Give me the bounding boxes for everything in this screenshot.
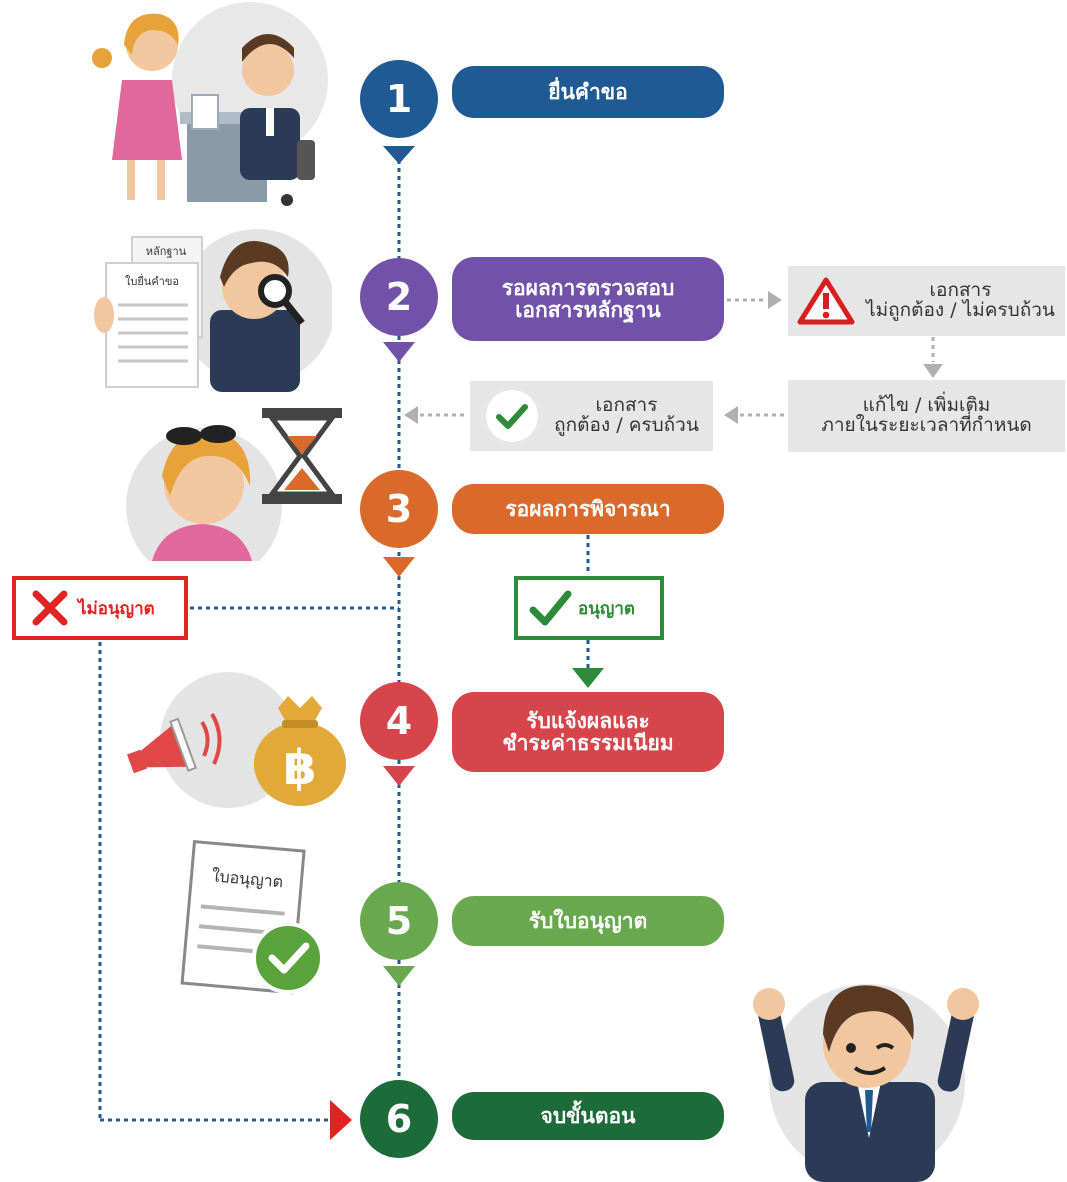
evidence-doc-label: หลักฐาน [146, 245, 187, 258]
step5-pointer [383, 966, 415, 986]
application-doc-label: ใบยื่นคำขอ [125, 273, 179, 288]
arrow-to-mainline [404, 406, 418, 424]
warning-icon [797, 277, 855, 325]
fix-line1: แก้ไข / เพิ่มเติม [862, 394, 991, 417]
invalid-line2: ไม่ถูกต้อง / ไม่ครบถ้วน [866, 299, 1055, 321]
step6-label-line: จบขั้นตอน [540, 1103, 636, 1128]
step2-label-line1: รอผลการตรวจสอบ [501, 275, 675, 300]
step5-label-line: รับใบอนุญาต [528, 908, 648, 933]
step1-label-line: ยื่นคำขอ [548, 79, 628, 104]
fix-line2: ภายในระยะเวลาที่กำหนด [821, 414, 1032, 436]
step6-label: จบขั้นตอน [452, 1092, 724, 1140]
applicant-submitting-illustration [92, 2, 328, 206]
license-illustration: ใบอนุญาต [180, 839, 324, 995]
check-icon [486, 390, 538, 442]
approve-arrow [572, 668, 604, 688]
reject-arrow [330, 1100, 352, 1140]
step2-label: รอผลการตรวจสอบ เอกสารหลักฐาน [452, 257, 724, 341]
step4-label-line2: ชำระค่าธรรมเนียม [502, 731, 674, 755]
success-officer-illustration [753, 984, 979, 1182]
step5-number: 5 [360, 882, 438, 960]
step6-number: 6 [360, 1080, 438, 1158]
step1-pointer [383, 146, 415, 164]
step3-number: 3 [360, 470, 438, 548]
valid-line2: ถูกต้อง / ครบถ้วน [554, 414, 699, 436]
step3-label-line: รอผลการพิจารณา [505, 496, 671, 521]
step4-label-line1: รับแจ้งผลและ [526, 708, 650, 733]
step4-number: 4 [360, 682, 438, 760]
arrow-to-invalid [768, 291, 782, 309]
arrow-to-valid [724, 406, 738, 424]
invalid-documents-box: เอกสาร ไม่ถูกต้อง / ไม่ครบถ้วน [788, 266, 1065, 336]
step1-number: 1 [360, 60, 438, 138]
step5-label: รับใบอนุญาต [452, 896, 724, 946]
payment-illustration: ฿ [127, 672, 346, 808]
approved-box: อนุญาต [514, 576, 664, 640]
cross-icon [32, 590, 68, 626]
step2-number: 2 [360, 258, 438, 336]
checkmark-icon [529, 590, 572, 626]
waiting-illustration [126, 408, 342, 561]
valid-documents-box: เอกสาร ถูกต้อง / ครบถ้วน [470, 381, 713, 451]
invalid-line1: เอกสาร [929, 279, 992, 302]
step3-pointer [383, 557, 415, 577]
fix-documents-box: แก้ไข / เพิ่มเติม ภายในระยะเวลาที่กำหนด [788, 380, 1065, 452]
approved-label: อนุญาต [578, 598, 635, 619]
step4-pointer [383, 766, 415, 786]
arrow-to-fix [923, 364, 943, 378]
document-inspector-illustration: หลักฐาน ใบยื่นคำขอ [94, 229, 332, 392]
rejected-label: ไม่อนุญาต [78, 598, 155, 619]
step4-label: รับแจ้งผลและ ชำระค่าธรรมเนียม [452, 692, 724, 772]
baht-symbol: ฿ [283, 740, 316, 796]
step2-label-line2: เอกสารหลักฐาน [515, 298, 661, 322]
step2-pointer [383, 342, 415, 362]
step1-label: ยื่นคำขอ [452, 66, 724, 118]
valid-line1: เอกสาร [595, 394, 658, 417]
step3-label: รอผลการพิจารณา [452, 484, 724, 534]
rejected-box: ไม่อนุญาต [12, 576, 188, 640]
